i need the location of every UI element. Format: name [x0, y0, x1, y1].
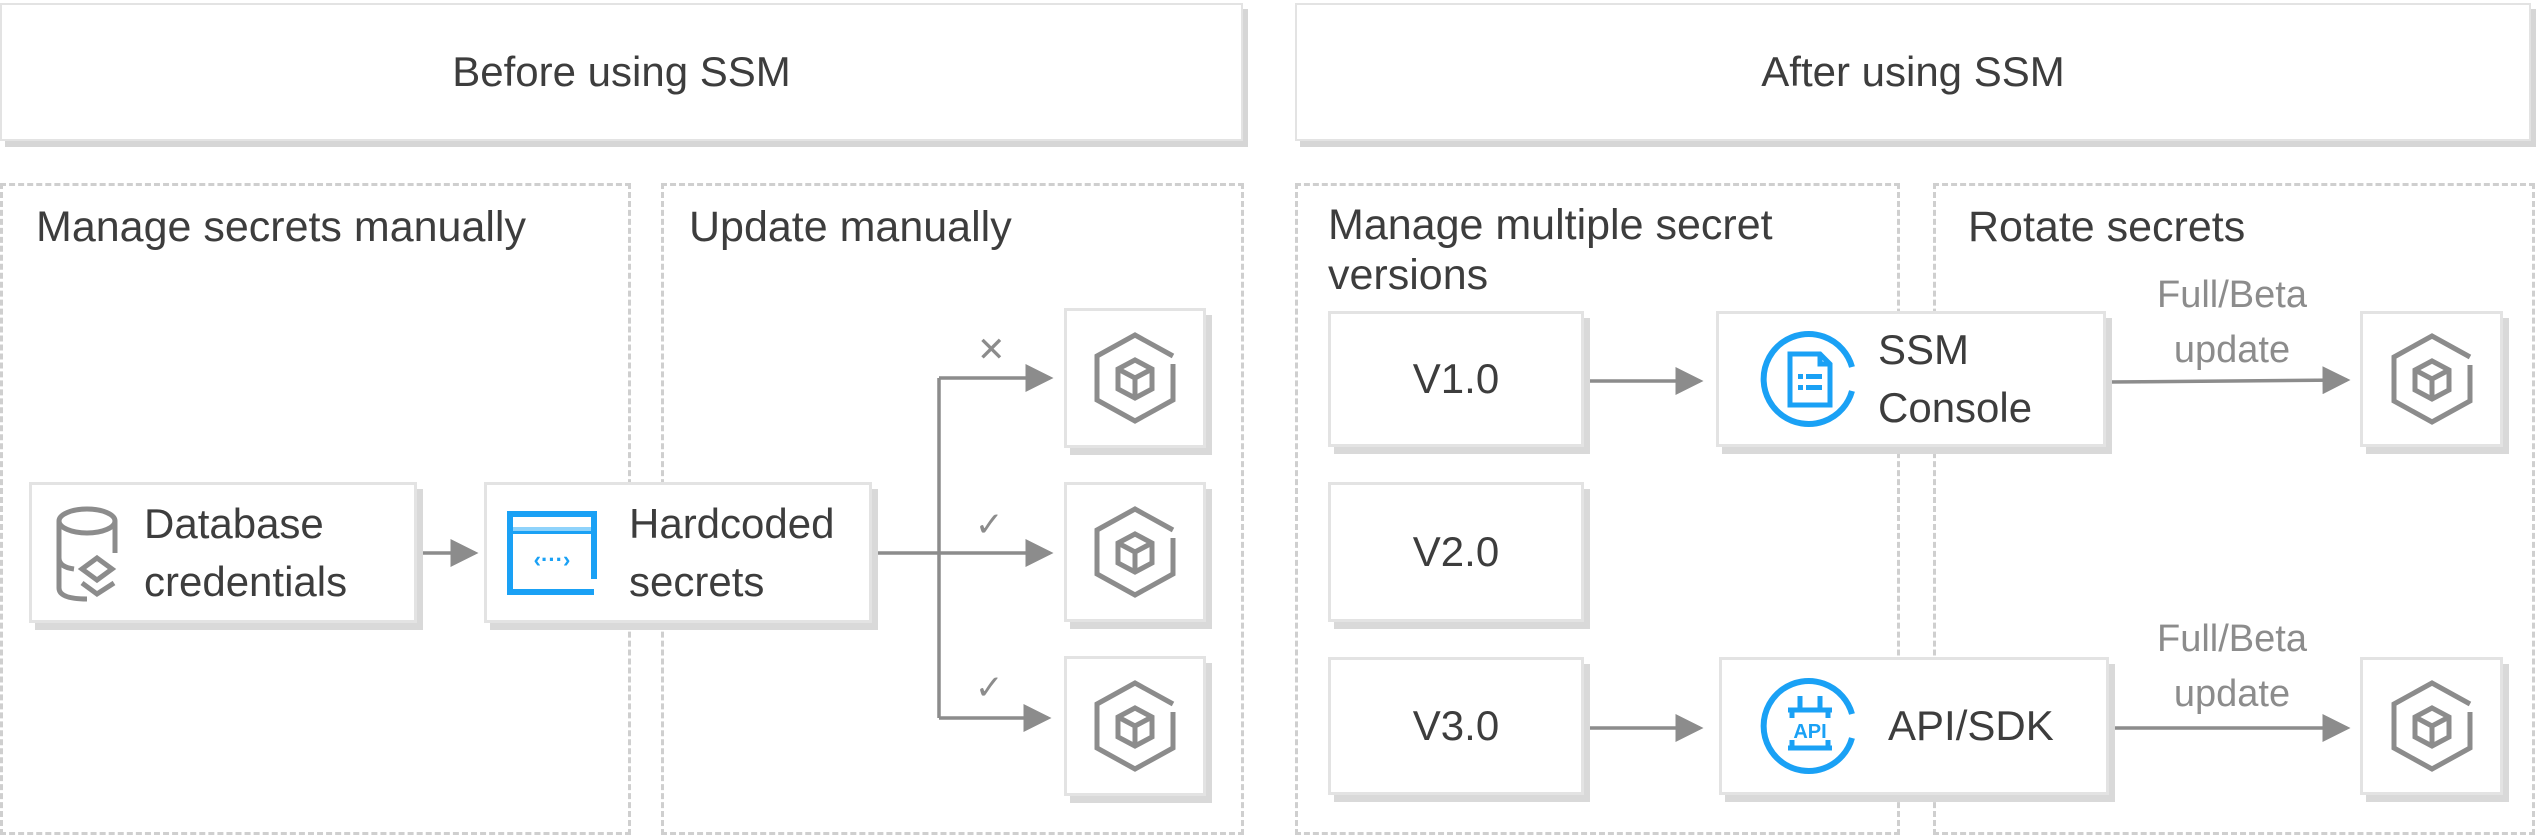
service-cube-icon [2391, 333, 2472, 425]
version-label: V1.0 [1412, 355, 1500, 402]
arrow-console-to-target [2108, 366, 2351, 395]
label-line: Hardcoded [629, 499, 835, 547]
service-cube-icon [2391, 680, 2472, 772]
database-credentials-card: Database credentials [29, 482, 417, 623]
version-label: V2.0 [1412, 528, 1500, 575]
version-card: V3.0 [1328, 657, 1584, 795]
ssm-console-icon [1760, 331, 1855, 427]
service-cube-icon [1094, 332, 1176, 424]
ssm-console-card: SSM Console [1716, 311, 2106, 447]
panel-title: Rotate secrets [1968, 203, 2246, 251]
update-label: Full/Beta update [2112, 268, 2352, 378]
rotate-target-card [2360, 657, 2503, 795]
label-line: update [2173, 673, 2291, 715]
fail-mark-icon: ✕ [977, 331, 1006, 369]
panel-title: Manage secrets manually [36, 203, 526, 251]
ssm-console-label: SSM Console [1878, 321, 2032, 437]
panel-title: Update manually [689, 203, 1012, 251]
hardcoded-secrets-card: ‹···› Hardcoded secrets [484, 482, 872, 623]
label-line: secrets [629, 557, 765, 605]
version-card: V2.0 [1328, 482, 1584, 622]
label-line: Full/Beta [2157, 274, 2307, 316]
version-card: V1.0 [1328, 311, 1584, 447]
label-line: Database [144, 499, 324, 547]
panel-rotate-secrets: Rotate secrets [1933, 183, 2535, 835]
target-service-card [1064, 308, 1206, 448]
panel-title-line: versions [1328, 251, 1489, 299]
rotate-target-card [2360, 311, 2503, 447]
panel-multiple-versions: Manage multiple secret versions [1295, 183, 1900, 835]
api-icon: API [1760, 678, 1855, 774]
label-line: credentials [144, 557, 348, 605]
version-label: V3.0 [1412, 702, 1500, 749]
hardcoded-secrets-label: Hardcoded secrets [629, 495, 834, 611]
database-icon [56, 506, 118, 601]
label-line: Full/Beta [2157, 618, 2307, 660]
after-header: After using SSM [1295, 3, 2531, 141]
before-header: Before using SSM [0, 3, 1243, 141]
label-line: Console [1878, 384, 2033, 431]
before-header-title: Before using SSM [452, 48, 791, 95]
label-line: update [2173, 329, 2291, 371]
panel-title: Manage multiple secret versions [1328, 200, 1773, 300]
panel-title-line: Manage multiple secret [1328, 201, 1773, 249]
target-service-card [1064, 482, 1206, 622]
code-window-icon: ‹···› [507, 510, 597, 595]
svg-text:‹···›: ‹···› [534, 547, 571, 572]
service-cube-icon [1094, 680, 1176, 772]
svg-text:API: API [1793, 721, 1826, 743]
service-cube-icon [1094, 506, 1176, 598]
update-label: Full/Beta update [2112, 612, 2352, 722]
label-line: SSM [1878, 326, 1970, 373]
api-sdk-label: API/SDK [1888, 702, 2054, 749]
panel-manage-manually: Manage secrets manually [0, 183, 631, 835]
api-sdk-card: API API/SDK [1719, 657, 2109, 795]
check-mark-icon: ✓ [975, 669, 1004, 707]
target-service-card [1064, 656, 1206, 796]
after-header-title: After using SSM [1761, 48, 2065, 95]
database-credentials-label: Database credentials [144, 495, 347, 611]
check-mark-icon: ✓ [975, 506, 1004, 544]
